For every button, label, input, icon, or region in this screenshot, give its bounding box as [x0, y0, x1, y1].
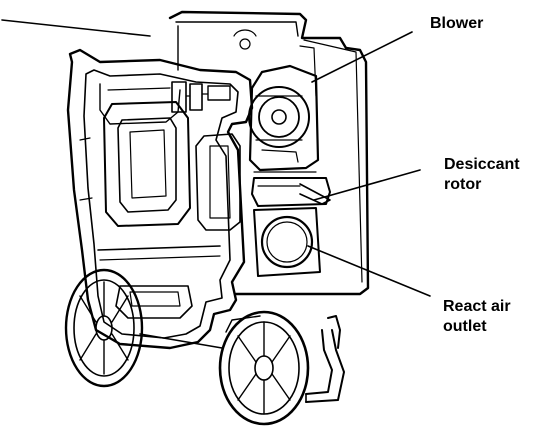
axle — [139, 333, 223, 349]
label-blower: Blower — [430, 14, 483, 34]
label-blower-text: Blower — [430, 15, 484, 32]
front-handle — [103, 101, 191, 227]
drain-tube — [305, 315, 345, 403]
leader-line-react-air-outlet — [307, 245, 431, 297]
top-brackets — [171, 81, 231, 113]
desiccant-rotor — [251, 171, 331, 207]
right-wheel — [218, 310, 310, 426]
side-grip — [195, 133, 241, 231]
left-wheel — [64, 268, 144, 388]
blower-housing — [248, 64, 320, 172]
rear-cabinet — [168, 10, 370, 296]
leader-line-unlabeled — [1, 19, 151, 37]
label-desiccant-rotor-line-2: rotor — [444, 176, 482, 193]
front-frame — [66, 48, 254, 350]
label-react-air-outlet: React air outlet — [443, 297, 511, 337]
label-react-air-outlet-line-2: outlet — [443, 318, 487, 335]
label-desiccant-rotor-line-1: Desiccant — [444, 156, 520, 173]
label-react-air-outlet-line-1: React air — [443, 298, 511, 315]
react-air-outlet — [253, 207, 321, 277]
label-desiccant-rotor: Desiccant rotor — [444, 155, 520, 195]
leader-line-blower — [311, 31, 413, 83]
leader-line-desiccant-rotor — [313, 169, 421, 201]
lower-tray — [97, 245, 221, 319]
